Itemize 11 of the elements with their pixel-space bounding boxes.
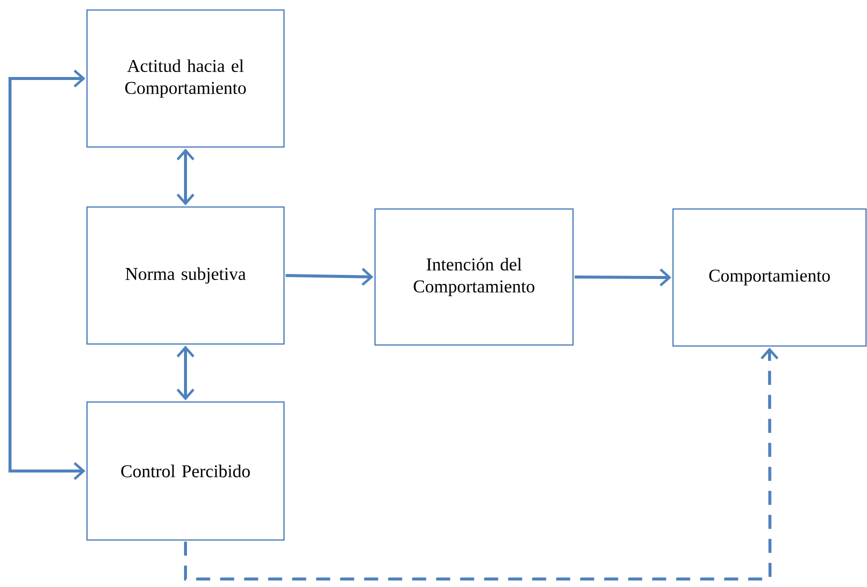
process-box: Control Percibido <box>86 401 285 541</box>
process-box: Comportamiento <box>672 208 867 347</box>
arrow <box>574 268 672 286</box>
arrow <box>184 348 778 580</box>
process-box: Intención del Comportamiento <box>374 208 574 346</box>
arrow <box>8 70 86 480</box>
process-box: Actitud hacia el Comportamiento <box>86 9 285 148</box>
arrow <box>286 268 374 286</box>
arrow <box>176 148 194 206</box>
arrow <box>176 346 194 400</box>
process-box: Norma subjetiva <box>86 206 285 345</box>
